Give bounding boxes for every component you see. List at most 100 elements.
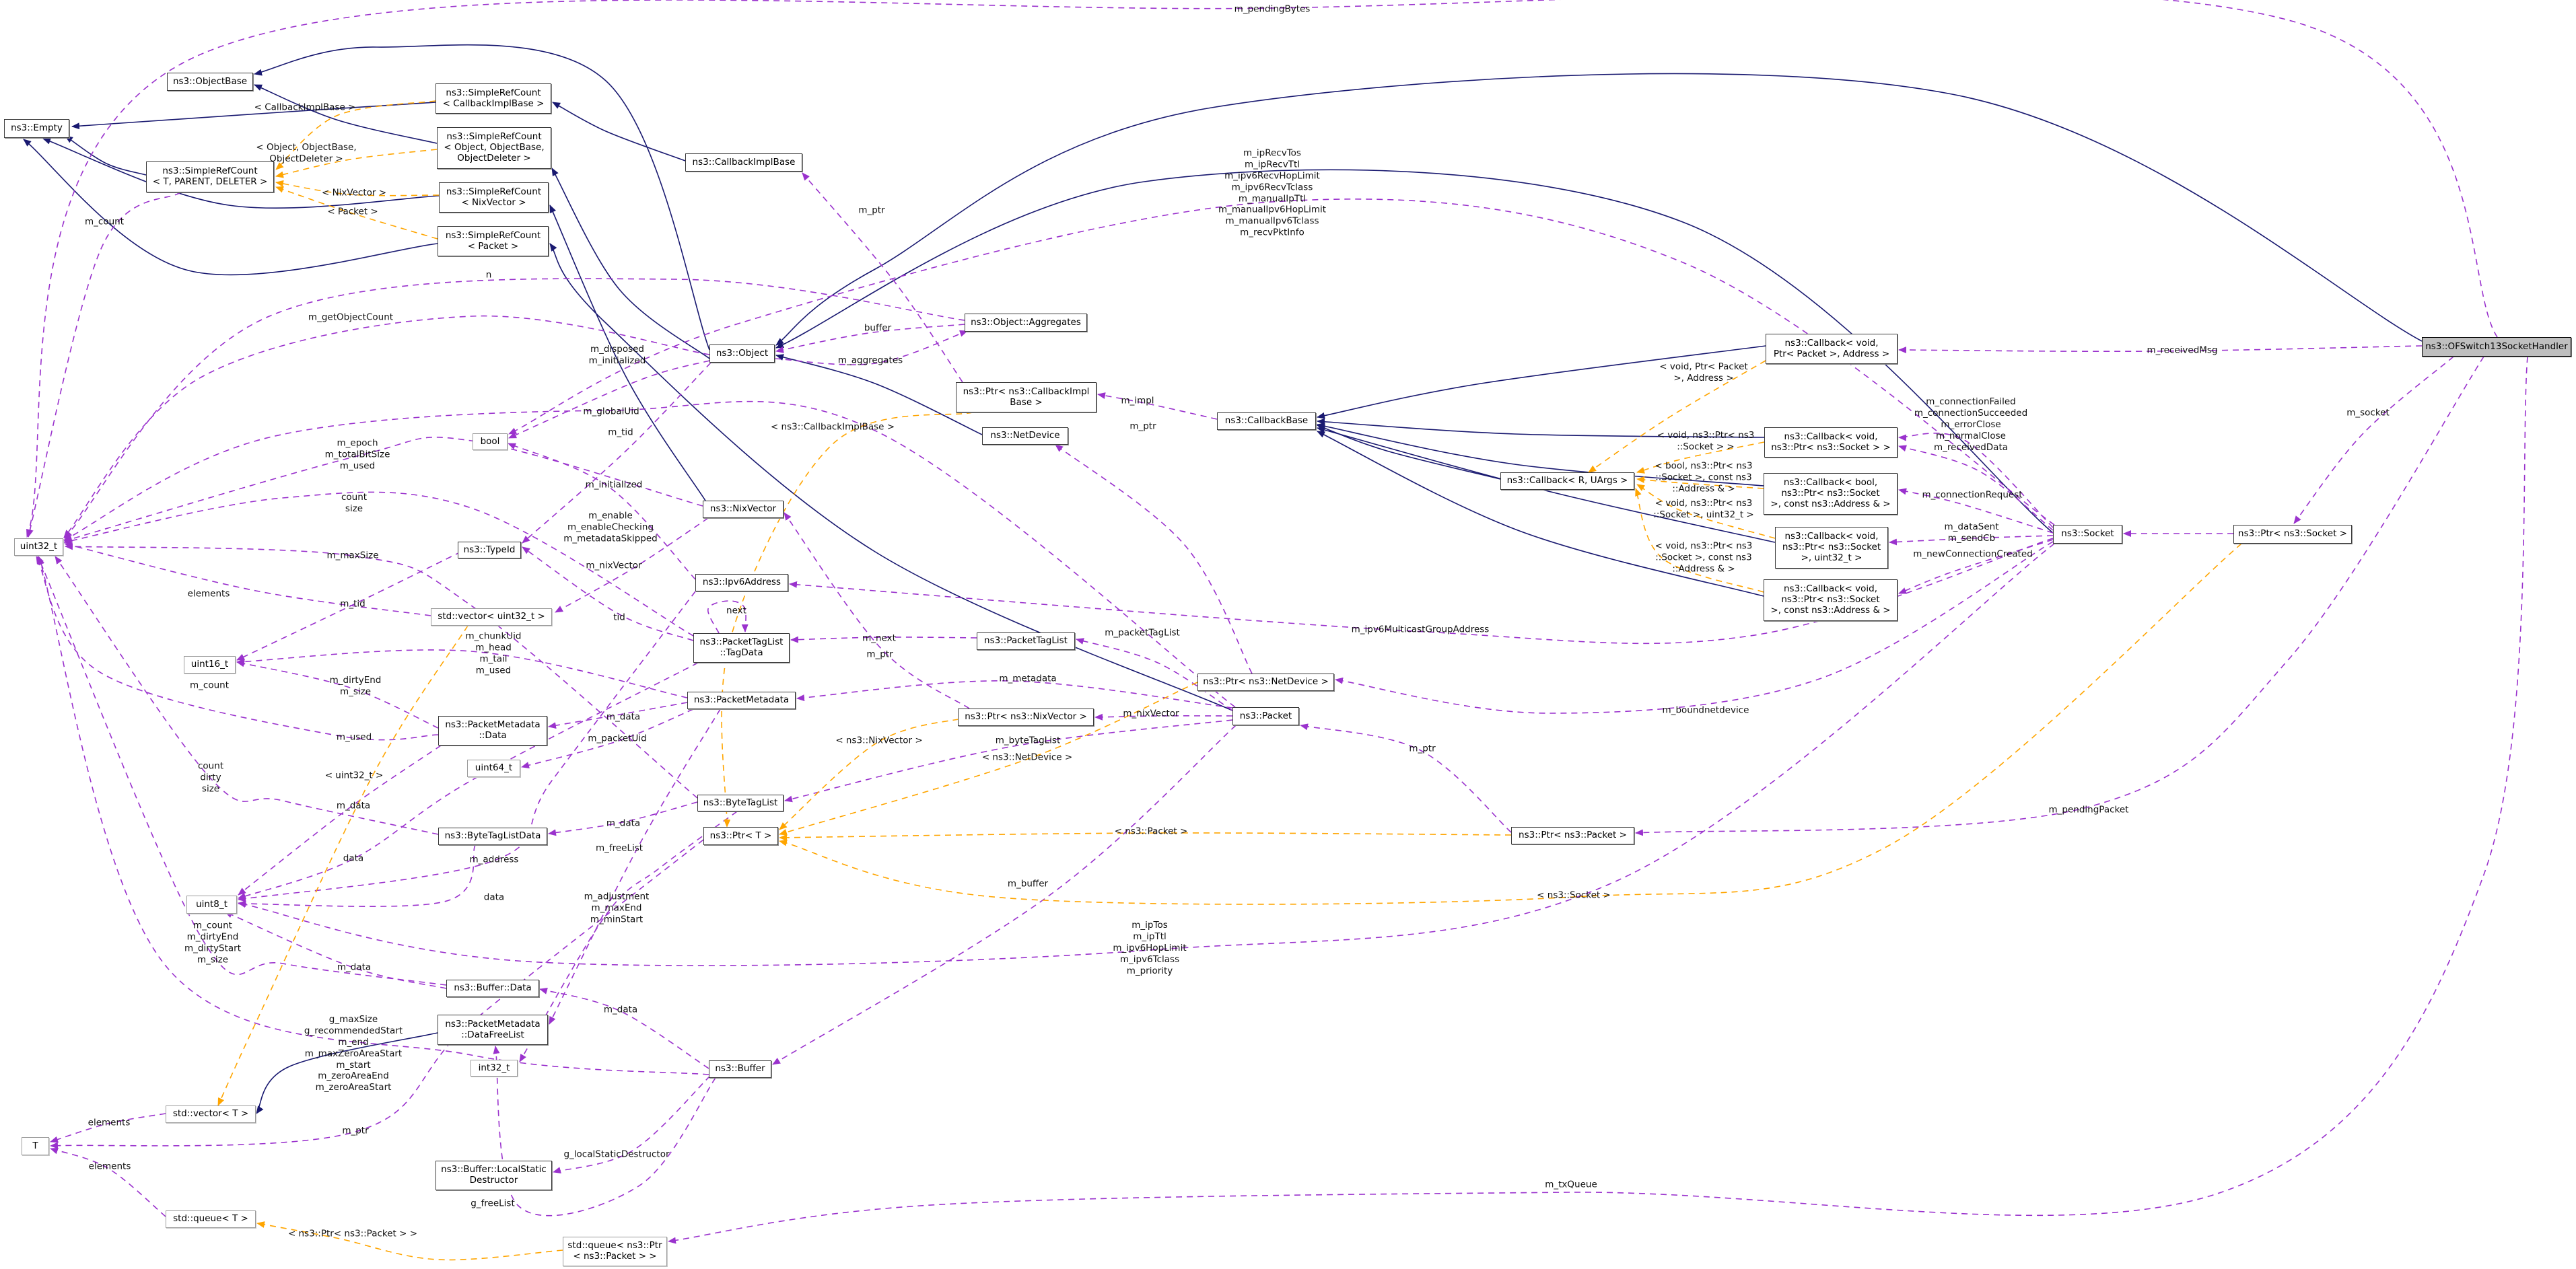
class-node-cb-socket-uint32[interactable]: ns3::Callback< void, ns3::Ptr< ns3::Sock… <box>1775 527 1888 569</box>
class-node-src-object[interactable]: ns3::SimpleRefCount < Object, ObjectBase… <box>437 127 551 169</box>
class-node-bool[interactable]: bool <box>473 433 508 450</box>
class-node-ptr-packet[interactable]: ns3::Ptr< ns3::Packet > <box>1511 827 1634 844</box>
edge-inheritance-2 <box>42 138 440 209</box>
class-node-src-t-parent-deleter[interactable]: ns3::SimpleRefCount < T, PARENT, DELETER… <box>146 161 274 192</box>
edge-usage-32 <box>1889 535 2054 546</box>
class-node-nixvector[interactable]: ns3::NixVector <box>703 501 784 518</box>
class-node-uint64-t[interactable]: uint64_t <box>467 760 520 777</box>
edge-usage-39 <box>668 356 2528 1244</box>
edge-inheritance-0 <box>71 102 436 130</box>
edge-usage-31 <box>1898 488 2054 534</box>
class-node-queue-t[interactable]: std::queue< T > <box>166 1210 256 1228</box>
edge-usage-35 <box>2293 356 2454 524</box>
class-node-cb-socket-address[interactable]: ns3::Callback< void, ns3::Ptr< ns3::Sock… <box>1764 579 1898 621</box>
edge-usage-52 <box>707 600 749 634</box>
class-node-int32-t[interactable]: int32_t <box>471 1060 518 1077</box>
class-node-callbackimplbase[interactable]: ns3::CallbackImplBase <box>685 153 802 172</box>
edge-usage-22 <box>774 330 968 365</box>
edge-usage-62 <box>238 745 442 896</box>
edge-usage-60 <box>236 660 439 729</box>
edge-template-87 <box>275 180 440 196</box>
class-node-packetmetadata-datafreelist[interactable]: ns3::PacketMetadata ::DataFreeList <box>438 1015 548 1045</box>
class-node-src-nixvector[interactable]: ns3::SimpleRefCount < NixVector > <box>439 182 549 213</box>
class-node-cb-socket[interactable]: ns3::Callback< void, ns3::Ptr< ns3::Sock… <box>1764 427 1898 458</box>
class-node-ipv6address[interactable]: ns3::Ipv6Address <box>695 574 788 591</box>
edge-usage-57 <box>548 702 688 729</box>
edge-usage-64 <box>65 543 698 799</box>
class-node-queue-ptr-packet[interactable]: std::queue< ns3::Ptr < ns3::Packet > > <box>563 1237 667 1266</box>
edge-inheritance-13 <box>1317 345 1766 419</box>
edge-usage-80 <box>50 1147 166 1217</box>
class-node-packettaglist[interactable]: ns3::PacketTagList <box>977 632 1075 650</box>
edge-usage-70 <box>64 437 703 542</box>
class-node-uint32-t[interactable]: uint32_t <box>14 538 63 556</box>
edge-usage-83 <box>224 911 447 989</box>
edge-usage-72 <box>64 542 431 616</box>
edge-usage-28 <box>1055 444 1253 674</box>
edge-usage-59 <box>549 709 721 1025</box>
edge-template-86 <box>275 149 438 178</box>
class-node-buffer-data[interactable]: ns3::Buffer::Data <box>446 980 539 997</box>
edge-template-94 <box>779 717 970 830</box>
edge-inheritance-10 <box>775 354 983 435</box>
main-class-node-ofswitch13sockethandler[interactable]: ns3::OFSwitch13SocketHandler <box>2422 337 2571 357</box>
class-node-netdevice[interactable]: ns3::NetDevice <box>982 427 1068 445</box>
edge-template-99 <box>217 625 468 1106</box>
class-node-ptr-callbackimplbase[interactable]: ns3::Ptr< ns3::CallbackImpl Base > <box>956 382 1096 412</box>
edge-usage-25 <box>508 360 710 439</box>
class-node-objectbase[interactable]: ns3::ObjectBase <box>167 73 253 91</box>
edge-usage-77 <box>493 1046 716 1217</box>
edge-template-95 <box>779 682 1198 836</box>
class-node-src-packet[interactable]: ns3::SimpleRefCount < Packet > <box>438 226 549 256</box>
edge-usage-81 <box>50 839 704 1149</box>
edge-usage-37 <box>26 0 2498 538</box>
class-node-packetmetadata-data[interactable]: ns3::PacketMetadata ::Data <box>438 716 547 746</box>
edge-usage-76 <box>38 556 709 1075</box>
edge-template-96 <box>779 832 1512 841</box>
class-node-cb-bool-socket-address[interactable]: ns3::Callback< bool, ns3::Ptr< ns3::Sock… <box>1764 473 1898 515</box>
edge-usage-47 <box>784 719 1233 803</box>
class-node-packetmetadata[interactable]: ns3::PacketMetadata <box>687 692 796 709</box>
class-node-object[interactable]: ns3::Object <box>709 345 775 363</box>
edge-usage-67 <box>238 844 476 907</box>
edge-inheritance-1 <box>65 135 147 176</box>
class-node-ptr-socket[interactable]: ns3::Ptr< ns3::Socket > <box>2233 525 2352 544</box>
edge-usage-54 <box>63 491 694 637</box>
edge-inheritance-15 <box>1317 423 1764 486</box>
class-node-t[interactable]: T <box>22 1137 49 1155</box>
class-node-cb-recv[interactable]: ns3::Callback< void, Ptr< Packet >, Addr… <box>1766 334 1898 364</box>
class-node-ptr-t[interactable]: ns3::Ptr< T > <box>703 827 778 845</box>
class-node-vector-uint32[interactable]: std::vector< uint32_t > <box>431 608 552 626</box>
edge-inheritance-8 <box>549 205 706 501</box>
edge-inheritance-11 <box>775 169 2054 534</box>
edge-template-93 <box>1635 488 1764 593</box>
class-node-ptr-netdevice[interactable]: ns3::Ptr< ns3::NetDevice > <box>1197 674 1334 691</box>
edge-usage-30 <box>1898 445 2054 531</box>
edge-inheritance-16 <box>1317 427 1776 543</box>
class-node-callbackbase[interactable]: ns3::CallbackBase <box>1217 412 1316 430</box>
class-node-bytetaglistdata[interactable]: ns3::ByteTagListData <box>438 828 547 845</box>
edge-inheritance-12 <box>775 73 2423 346</box>
class-node-bytetaglist[interactable]: ns3::ByteTagList <box>697 795 784 811</box>
class-node-object-aggregates[interactable]: ns3::Object::Aggregates <box>965 314 1087 332</box>
class-node-ptr-nixvector[interactable]: ns3::Ptr< ns3::NixVector > <box>958 709 1094 726</box>
class-node-uint8-t[interactable]: uint8_t <box>186 896 237 914</box>
edge-usage-21 <box>775 324 965 353</box>
edge-usage-53 <box>522 546 694 641</box>
class-node-src-callbackimplbase[interactable]: ns3::SimpleRefCount < CallbackImplBase > <box>436 83 551 114</box>
class-node-uint16-t[interactable]: uint16_t <box>184 656 236 674</box>
edge-usage-45 <box>796 680 1233 709</box>
class-node-packettaglist-tagdata[interactable]: ns3::PacketTagList ::TagData <box>693 633 790 663</box>
class-node-empty[interactable]: ns3::Empty <box>4 119 69 138</box>
edge-inheritance-14 <box>1317 418 1765 438</box>
class-node-socket[interactable]: ns3::Socket <box>2053 525 2122 544</box>
edge-template-90 <box>1636 441 1765 474</box>
edge-usage-55 <box>238 662 699 900</box>
class-node-callback-r-uargs[interactable]: ns3::Callback< R, UArgs > <box>1500 472 1634 490</box>
class-node-typeid[interactable]: ns3::TypeId <box>458 542 521 558</box>
class-node-buffer[interactable]: ns3::Buffer <box>709 1060 771 1078</box>
class-node-vector-t[interactable]: std::vector< T > <box>166 1105 256 1123</box>
class-node-buffer-localstatic-destructor[interactable]: ns3::Buffer::LocalStatic Destructor <box>436 1161 552 1190</box>
class-node-packet[interactable]: ns3::Packet <box>1232 707 1299 725</box>
